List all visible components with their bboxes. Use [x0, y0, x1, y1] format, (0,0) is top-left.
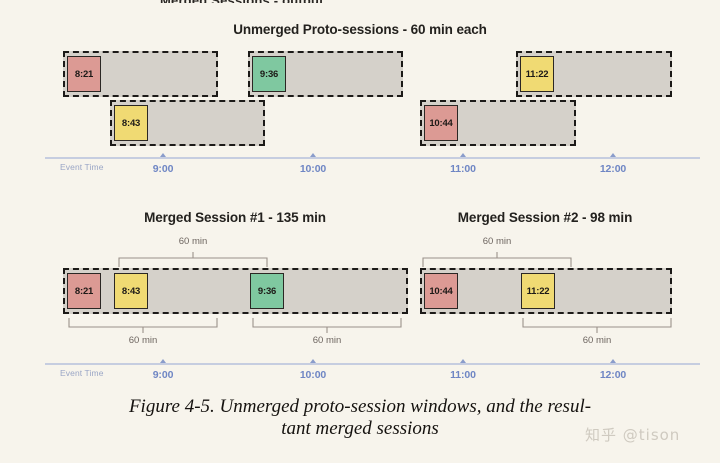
event-1044-label: 10:44 — [429, 117, 453, 129]
merged-tick-900 — [159, 358, 166, 363]
bracket-bottom-1122-label: 60 min — [582, 335, 612, 346]
bracket-bottom-936 — [252, 317, 402, 333]
bracket-bottom-821-label: 60 min — [128, 335, 158, 346]
unmerged-axis-line — [45, 157, 700, 159]
event-821-label: 8:21 — [74, 68, 94, 80]
unmerged-tick-900 — [159, 152, 166, 157]
merged-axis-label-900: 9:00 — [152, 369, 174, 381]
bracket-top-1122 — [422, 252, 572, 268]
event-821-label: 8:21 — [74, 285, 94, 297]
event-821[interactable]: 8:21 — [67, 273, 101, 309]
merged-axis-caption: Event Time — [60, 368, 104, 378]
unmerged-axis-label-1000: 10:00 — [299, 163, 327, 175]
event-1122[interactable]: 11:22 — [520, 56, 554, 92]
unmerged-axis-label-900: 9:00 — [152, 163, 174, 175]
figure-caption-line-1: Figure 4-5. Unmerged proto-session windo… — [128, 396, 592, 417]
event-843-label: 8:43 — [121, 117, 141, 129]
clipped-top-text: Merged Sessions - output — [160, 0, 580, 3]
watermark: 知乎 @tison — [585, 426, 681, 444]
merged-axis-line — [45, 363, 700, 365]
event-936[interactable]: 9:36 — [252, 56, 286, 92]
event-843[interactable]: 8:43 — [114, 105, 148, 141]
bracket-top-1122-label: 60 min — [482, 236, 512, 247]
unmerged-tick-1200 — [609, 152, 616, 157]
merged-axis-label-1000: 10:00 — [299, 369, 327, 381]
event-1044-label: 10:44 — [429, 285, 453, 297]
merged-tick-1000 — [309, 358, 316, 363]
merged-session-1-title: Merged Session #1 - 135 min — [144, 210, 326, 225]
event-1122-label: 11:22 — [525, 68, 549, 80]
event-1044[interactable]: 10:44 — [424, 105, 458, 141]
event-843-label: 8:43 — [121, 285, 141, 297]
unmerged-axis-label-1200: 12:00 — [599, 163, 627, 175]
event-1122-label: 11:22 — [526, 285, 550, 297]
event-1122[interactable]: 11:22 — [521, 273, 555, 309]
event-936[interactable]: 9:36 — [250, 273, 284, 309]
bracket-top-843-label: 60 min — [178, 236, 208, 247]
figure-caption-line-2: tant merged sessions — [281, 418, 439, 440]
merged-session-2-title: Merged Session #2 - 98 min — [457, 210, 633, 225]
unmerged-tick-1100 — [459, 152, 466, 157]
event-936-label: 9:36 — [259, 68, 279, 80]
event-821[interactable]: 8:21 — [67, 56, 101, 92]
merged-axis-label-1200: 12:00 — [599, 369, 627, 381]
merged-window-2[interactable] — [420, 268, 672, 314]
merged-tick-1100 — [459, 358, 466, 363]
merged-tick-1200 — [609, 358, 616, 363]
bracket-bottom-821 — [68, 317, 218, 333]
bracket-bottom-1122 — [522, 317, 672, 333]
unmerged-section-title: Unmerged Proto-sessions - 60 min each — [233, 22, 487, 37]
event-1044[interactable]: 10:44 — [424, 273, 458, 309]
figure-caption: Figure 4-5. Unmerged proto-session windo… — [0, 396, 720, 441]
unmerged-axis-label-1100: 11:00 — [450, 163, 476, 175]
unmerged-axis-caption: Event Time — [60, 162, 104, 172]
bracket-top-843 — [118, 252, 268, 268]
event-936-label: 9:36 — [257, 285, 277, 297]
event-843[interactable]: 8:43 — [114, 273, 148, 309]
merged-axis-label-1100: 11:00 — [450, 369, 476, 381]
bracket-bottom-936-label: 60 min — [312, 335, 342, 346]
unmerged-tick-1000 — [309, 152, 316, 157]
